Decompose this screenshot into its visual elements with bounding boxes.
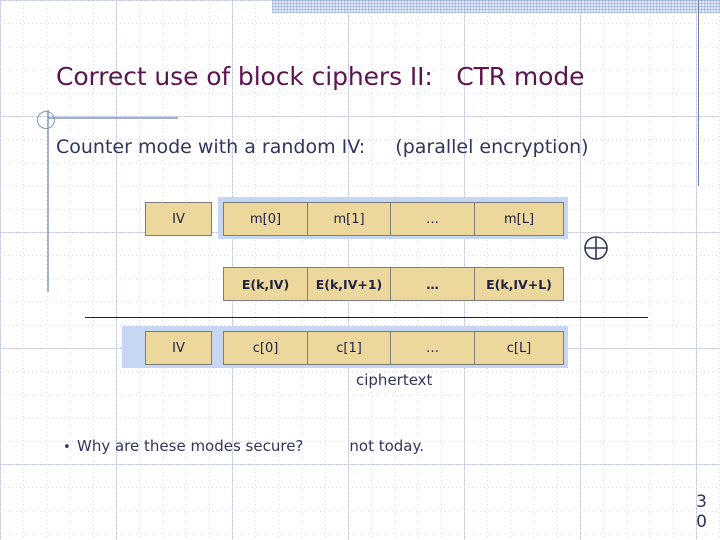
bullet-marker-icon: • [63, 440, 71, 455]
keystream-cell-row: E(k,IV) E(k,IV+1) … E(k,IV+L) [223, 267, 564, 301]
plaintext-cell-m0: m[0] [223, 202, 308, 236]
bullet-question-text: Why are these modes secure? [77, 437, 304, 455]
ciphertext-cell-c1: c[1] [308, 331, 391, 365]
plaintext-cell-ellipsis: … [391, 202, 475, 236]
slide-subtitle: Counter mode with a random IV: (parallel… [56, 136, 589, 158]
right-vertical-rule [698, 0, 699, 186]
ciphertext-cell-cL: c[L] [475, 331, 564, 365]
plaintext-cell-m1: m[1] [308, 202, 391, 236]
ciphertext-caption: ciphertext [356, 371, 433, 389]
top-decorative-band [272, 0, 720, 13]
ciphertext-cell-row: c[0] c[1] … c[L] [223, 331, 564, 365]
plaintext-cell-mL: m[L] [475, 202, 564, 236]
page-number-digit-1: 3 [696, 492, 707, 512]
ciphertext-cell-ellipsis: … [391, 331, 475, 365]
xor-icon [584, 236, 608, 260]
ciphertext-iv-box: IV [145, 331, 212, 365]
plaintext-cell-row: m[0] m[1] … m[L] [223, 202, 564, 236]
bullet-item: • Why are these modes secure? not today. [63, 437, 424, 455]
keystream-cell-ek-iv: E(k,IV) [223, 267, 308, 301]
page-number: 3 0 [696, 492, 707, 532]
keystream-cell-ek-ivL: E(k,IV+L) [475, 267, 564, 301]
plaintext-iv-box: IV [145, 202, 212, 236]
page-number-digit-2: 0 [696, 512, 707, 532]
xor-separator-rule [85, 317, 648, 318]
keystream-cell-ellipsis: … [391, 267, 475, 301]
bullet-answer-text: not today. [349, 437, 425, 455]
ciphertext-cell-c0: c[0] [223, 331, 308, 365]
keystream-cell-ek-iv1: E(k,IV+1) [308, 267, 391, 301]
slide-title: Correct use of block ciphers II: CTR mod… [56, 62, 585, 91]
